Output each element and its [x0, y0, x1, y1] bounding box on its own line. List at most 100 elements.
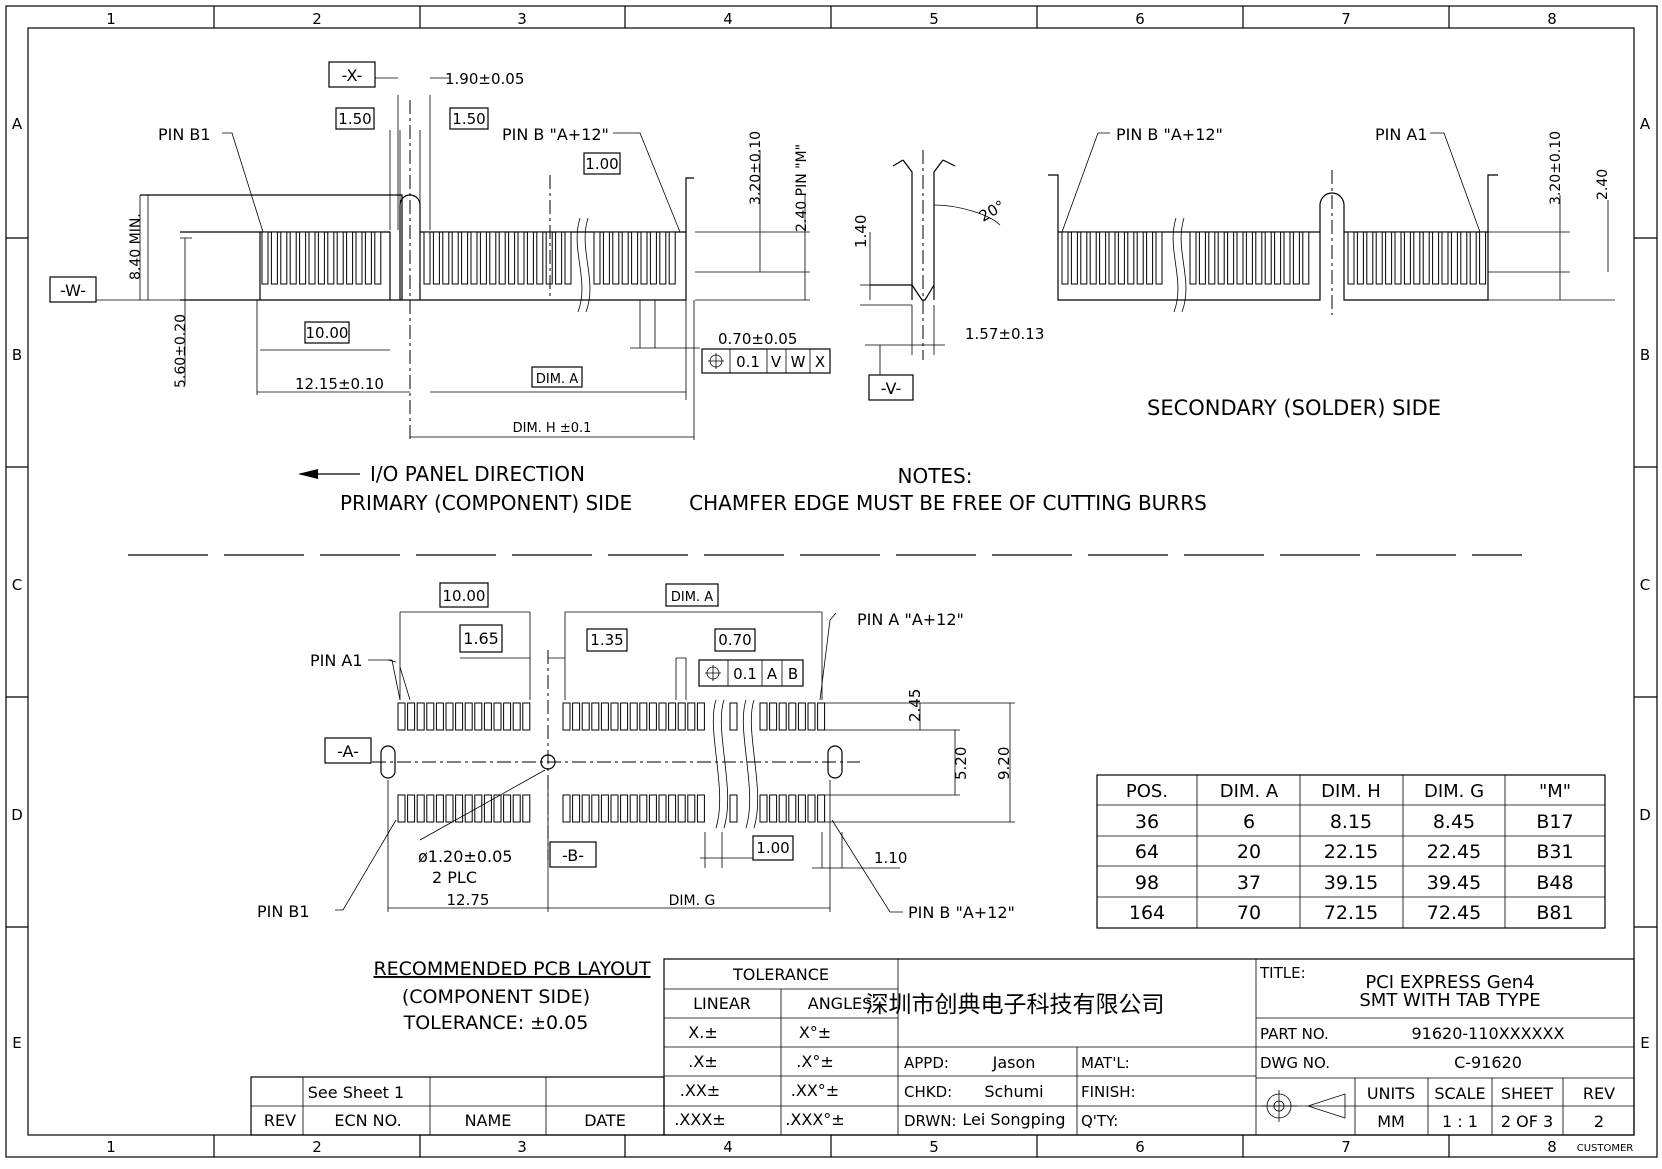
- pcb-pin-a1: PIN A1: [310, 651, 363, 670]
- dim-1000: 10.00: [306, 324, 349, 342]
- notes-title: NOTES:: [898, 464, 973, 488]
- pcb-dim-135: 1.35: [590, 631, 623, 649]
- pin-b-a12-label-secondary: PIN B "A+12": [1116, 125, 1223, 144]
- contact-finger: [602, 231, 610, 285]
- third-angle-projection-icon: [1261, 1090, 1346, 1122]
- pcb-pad: [572, 702, 581, 731]
- tb-appd-label: APPD:: [904, 1054, 949, 1072]
- dim-150-right: 1.50: [452, 110, 485, 128]
- pcb-pad: [503, 702, 512, 731]
- contact-finger: [1089, 231, 1097, 285]
- pcb-pad: [687, 702, 696, 731]
- contact-finger: [470, 231, 478, 285]
- tb-lin-2: .X±: [688, 1052, 717, 1071]
- table-cell: B81: [1536, 902, 1573, 924]
- pcb-pad: [817, 702, 826, 731]
- tb-linear: LINEAR: [693, 994, 751, 1013]
- rev-ecn: ECN NO.: [334, 1111, 401, 1130]
- contact-finger: [1264, 231, 1272, 285]
- pcb-tolerance: TOLERANCE: ±0.05: [403, 1012, 589, 1034]
- contact-finger: [1236, 231, 1244, 285]
- dim-a-box: [531, 366, 583, 388]
- table-cell: B48: [1536, 872, 1573, 894]
- contact-finger: [631, 231, 639, 285]
- contact-finger: [1403, 231, 1411, 285]
- frame-row-d-right: D: [1639, 806, 1651, 824]
- dim-140: 1.40: [852, 215, 870, 248]
- pcb-dim-1000: 10.00: [443, 587, 486, 605]
- contact-finger: [508, 231, 516, 285]
- pcb-caption: RECOMMENDED PCB LAYOUT: [373, 958, 651, 980]
- contact-finger: [1245, 231, 1253, 285]
- frame-row-e-right: E: [1640, 1034, 1649, 1052]
- contact-finger: [1099, 231, 1107, 285]
- angle-20: 20°: [976, 197, 1008, 226]
- contact-finger: [1450, 231, 1458, 285]
- contact-finger: [1227, 231, 1235, 285]
- pcb-pad: [591, 702, 600, 731]
- tb-rev-label: REV: [1583, 1084, 1615, 1103]
- frame-col-4-bottom: 4: [723, 1138, 733, 1156]
- pcb-pad: [562, 702, 571, 731]
- contact-finger: [479, 231, 487, 285]
- contact-finger: [1347, 231, 1355, 285]
- tb-chkd-label: CHKD:: [904, 1083, 952, 1101]
- rev-date: DATE: [584, 1111, 626, 1130]
- contact-finger: [1366, 231, 1374, 285]
- tb-lin-3: .XX±: [680, 1081, 720, 1100]
- dim-150-right-box: [449, 107, 489, 130]
- frame-col-7: 7: [1341, 10, 1351, 28]
- tb-dwg-label: DWG NO.: [1260, 1054, 1330, 1072]
- contact-finger: [1375, 231, 1383, 285]
- contact-finger: [1070, 231, 1078, 285]
- pcb-dim-135-box: [586, 628, 628, 652]
- contact-finger: [355, 231, 363, 285]
- pcb-pad: [445, 794, 454, 823]
- frame-col-1: 1: [106, 10, 116, 28]
- frame-col-3: 3: [517, 10, 527, 28]
- fcf-tolerance: 0.1: [736, 353, 760, 371]
- pcb-hole: ø1.20±0.05: [418, 847, 512, 866]
- contact-finger: [432, 231, 440, 285]
- revision-block: See Sheet 1 REV ECN NO. NAME DATE: [250, 1076, 665, 1136]
- frame-col-5: 5: [929, 10, 939, 28]
- dim-190: 1.90±0.05: [445, 70, 524, 88]
- frame-row-b: B: [12, 346, 22, 364]
- contact-finger: [423, 231, 431, 285]
- frame-col-8: 8: [1547, 10, 1557, 28]
- contact-finger: [1432, 231, 1440, 285]
- pcb-pad: [677, 702, 686, 731]
- pcb-pad: [493, 794, 502, 823]
- contact-finger: [308, 231, 316, 285]
- rev-name: NAME: [465, 1111, 512, 1130]
- pcb-pad: [807, 794, 816, 823]
- dim-157: 1.57±0.13: [965, 325, 1044, 343]
- dimension-table: POS. DIM. A DIM. H DIM. G "M" 36 6 8.15 …: [1096, 774, 1606, 929]
- datum-b-box: [549, 841, 597, 868]
- contact-finger: [564, 231, 572, 285]
- table-header-dim-h: DIM. H: [1321, 781, 1381, 802]
- pcb-pad: [797, 794, 806, 823]
- pcb-dim-a-box: [665, 583, 719, 607]
- dim-840: 8.40 MIN.: [128, 213, 144, 280]
- contact-finger: [374, 231, 382, 285]
- pcb-pad: [769, 702, 778, 731]
- fcf-datum-x: X: [815, 353, 825, 371]
- pcb-pad: [397, 702, 406, 731]
- contact-finger: [489, 231, 497, 285]
- pcb-pad: [591, 794, 600, 823]
- contact-finger: [1469, 231, 1477, 285]
- contact-finger: [1479, 231, 1487, 285]
- tb-drwn: Lei Songping: [962, 1110, 1065, 1129]
- tb-part-label: PART NO.: [1260, 1025, 1329, 1043]
- table-cell: 6: [1243, 811, 1255, 833]
- pcb-pad: [483, 794, 492, 823]
- table-cell: B17: [1536, 811, 1573, 833]
- table-cell: 164: [1129, 902, 1165, 924]
- datum-a-box: [324, 737, 372, 764]
- pcb-dim-920: 9.20: [995, 747, 1013, 780]
- pcb-pin-b1: PIN B1: [257, 902, 310, 921]
- pcb-pad: [435, 794, 444, 823]
- pcb-fcf-tolerance: 0.1: [733, 665, 757, 683]
